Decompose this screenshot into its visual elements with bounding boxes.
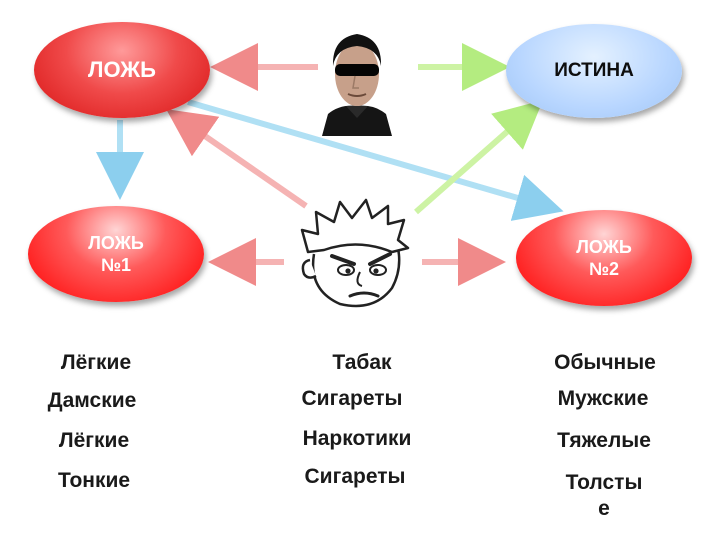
right-word-1: Обычные	[554, 351, 656, 374]
middle-word-2: Сигареты	[301, 387, 403, 410]
node-lie-1: ЛОЖЬ №1	[28, 206, 204, 302]
node-lie-main-label: ЛОЖЬ	[88, 57, 156, 83]
node-truth-label: ИСТИНА	[554, 60, 634, 82]
angry-cartoon-face-icon	[300, 198, 410, 308]
middle-word-1: Табак	[332, 351, 392, 374]
left-word-2: Дамские	[47, 389, 137, 412]
node-truth: ИСТИНА	[506, 24, 682, 118]
left-word-3: Лёгкие	[58, 429, 130, 452]
right-word-3: Тяжелые	[557, 429, 651, 452]
right-word-2: Мужские	[557, 387, 649, 410]
arrow-lie-to-lie2	[187, 99, 564, 221]
arrow-face-to-truth	[414, 100, 544, 215]
left-word-4: Тонкие	[57, 469, 131, 492]
left-word-1: Лёгкие	[60, 351, 132, 374]
middle-word-4: Сигареты	[304, 465, 406, 488]
arrow-face-to-lie	[166, 109, 308, 209]
node-lie-main: ЛОЖЬ	[34, 22, 210, 118]
node-lie-2-label: ЛОЖЬ №2	[576, 236, 632, 280]
man-with-sunglasses-icon	[318, 18, 396, 136]
right-word-4: Толстые	[565, 471, 643, 520]
middle-word-3: Наркотики	[302, 427, 412, 450]
node-lie-2: ЛОЖЬ №2	[516, 210, 692, 306]
node-lie-1-label: ЛОЖЬ №1	[88, 232, 144, 276]
